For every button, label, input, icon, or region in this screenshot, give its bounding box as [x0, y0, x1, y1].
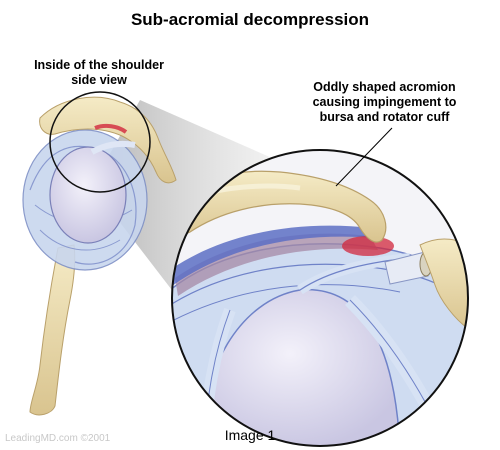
small-acromion	[39, 96, 177, 184]
tendon-band	[172, 225, 375, 286]
humerus-bone	[29, 244, 76, 416]
watermark: LeadingMD.com ©2001	[5, 433, 111, 444]
figure-title: Sub-acromial decompression	[130, 10, 370, 29]
acromion-callout-line-1: Oddly shaped acromion	[313, 80, 456, 94]
acromion-callout-line-3: bursa and rotator cuff	[319, 110, 450, 124]
acromion-callout-line-2: causing impingement to	[312, 95, 457, 109]
acromion-callout-label: Oddly shaped acromion causing impingemen…	[282, 80, 487, 125]
big-magnifier-circle	[171, 149, 469, 447]
inside-shoulder-label-line-1: Inside of the shoulder	[34, 58, 164, 72]
figure-caption: Image 1	[224, 427, 276, 443]
inside-shoulder-label-line-2: side view	[71, 73, 127, 87]
impingement-inflammation	[342, 236, 394, 256]
biceps-tendon	[384, 251, 429, 285]
small-shoulder-figure	[22, 91, 177, 416]
acromion-pointer-line	[335, 127, 393, 187]
inside-shoulder-label: Inside of the shoulder side view	[14, 58, 184, 88]
humeral-head	[49, 146, 127, 244]
magnified-view	[171, 149, 469, 447]
small-magnifier-circle	[49, 91, 151, 193]
coracoid-bone	[419, 238, 468, 331]
magnification-beam	[92, 100, 272, 298]
